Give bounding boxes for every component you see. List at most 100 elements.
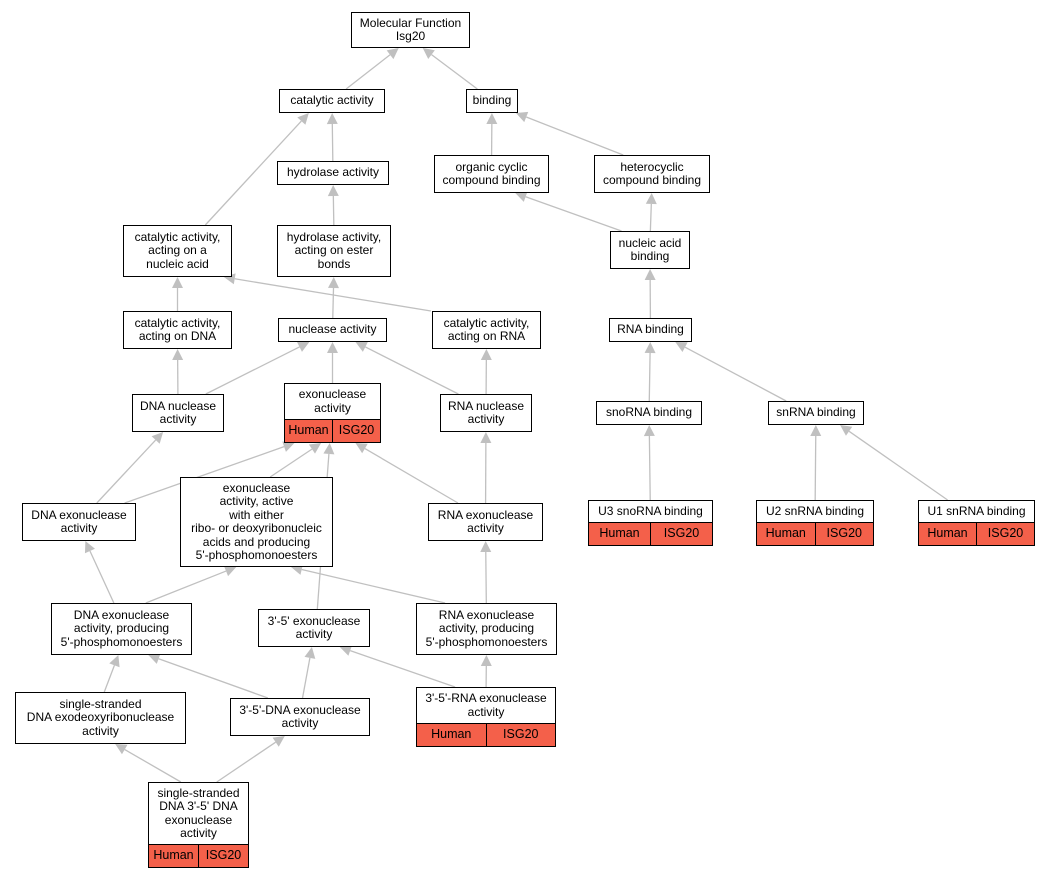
arrowhead-icon [151, 432, 164, 444]
gene-cell: ISG20 [198, 845, 248, 867]
go-term-hydrolase: hydrolase activity [277, 161, 389, 185]
gene-cell: ISG20 [485, 724, 556, 746]
arrowhead-icon [282, 441, 295, 452]
edge-ssdna-to-dnaexo5 [103, 665, 116, 693]
go-term-orgcyclic: organic cyclic compound binding [434, 155, 549, 193]
go-term-nabind: nucleic acid binding [610, 231, 690, 269]
term-label: hydrolase activity [286, 165, 380, 180]
arrowhead-icon [386, 48, 399, 60]
species-cell: Human [153, 848, 194, 863]
arrowhead-icon [308, 443, 322, 454]
edge-snrna-to-rnabind [684, 346, 787, 402]
go-term-hetcyclic: heterocyclic compound binding [594, 155, 710, 193]
edge-u3-to-snorna [648, 435, 651, 501]
arrowhead-icon [339, 645, 352, 656]
term-label: RNA exonuclease activity, producing 5'-p… [425, 607, 548, 649]
edge-dnaexo5-to-exo_either [145, 570, 227, 604]
gene-cell: ISG20 [650, 523, 712, 545]
arrowhead-icon [644, 269, 656, 281]
edge-cat_na-to-catalytic [204, 120, 302, 226]
go-term-rnabind: RNA binding [609, 318, 692, 342]
arrowhead-icon [675, 342, 688, 353]
arrowhead-icon [326, 113, 338, 125]
edge-ss35-to-dna35 [216, 741, 277, 783]
arrowhead-icon [515, 191, 528, 202]
edge-hetcyclic-to-binding [526, 116, 624, 156]
species-cell: Human [927, 526, 968, 541]
edge-dnanuc-to-nuclease [205, 346, 300, 395]
term-label: binding [472, 93, 512, 108]
arrowhead-icon [840, 425, 853, 436]
arrowhead-icon [223, 273, 236, 285]
arrowhead-icon [355, 443, 368, 454]
term-label: snoRNA binding [605, 405, 693, 420]
arrowhead-icon [480, 541, 492, 553]
arrowhead-icon [109, 655, 120, 668]
arrowhead-icon [297, 342, 310, 352]
go-term-ssdna: single-stranded DNA exodeoxyribonuclease… [15, 692, 186, 744]
edge-rna35-to-exo35 [349, 649, 456, 688]
term-label: 3'-5'-DNA exonuclease activity [239, 702, 361, 730]
gene-cell: ISG20 [814, 523, 874, 545]
arrowhead-icon [223, 565, 237, 577]
arrowhead-icon [115, 744, 128, 755]
go-term-rnaexo: RNA exonuclease activity [428, 503, 543, 541]
edge-nabind-to-hetcyclic [649, 203, 652, 232]
arrowhead-icon [304, 647, 316, 659]
arrowhead-icon [645, 193, 657, 205]
go-term-catalytic: catalytic activity [279, 89, 385, 113]
term-label: single-stranded DNA 3'-5' DNA exonucleas… [157, 785, 240, 840]
go-term-rnaexo5: RNA exonuclease activity, producing 5'-p… [416, 603, 557, 655]
edge-nuclease-to-hydro_ester [332, 287, 335, 319]
edge-rnaexo-to-exonuc [364, 447, 459, 504]
term-label: single-stranded DNA exodeoxyribonuclease… [26, 696, 175, 738]
gene-cell: ISG20 [332, 420, 380, 442]
go-term-dnaexo5: DNA exonuclease activity, producing 5'-p… [51, 603, 192, 655]
term-label: DNA nuclease activity [139, 398, 217, 426]
go-term-ss35: single-stranded DNA 3'-5' DNA exonucleas… [148, 782, 249, 868]
go-term-exo-either: exonuclease activity, active with either… [180, 477, 333, 567]
go-term-rnanuc: RNA nuclease activity [440, 394, 532, 432]
arrowhead-icon [172, 349, 184, 361]
arrowhead-icon [297, 113, 309, 125]
edge-dnaexo5-to-dnaexo [89, 550, 115, 604]
edge-u1-to-snrna [848, 430, 948, 501]
arrowhead-icon [327, 185, 339, 197]
edge-ss35-to-ssdna [124, 748, 182, 783]
go-term-snrna: snRNA binding [768, 401, 864, 425]
term-label: U2 snRNA binding [765, 503, 865, 518]
term-label: catalytic activity, acting on RNA [443, 315, 530, 343]
edge-dna35-to-dnaexo5 [158, 658, 269, 699]
term-label: U3 snoRNA binding [598, 503, 703, 518]
arrowhead-icon [480, 655, 492, 667]
term-label: RNA binding [617, 322, 684, 337]
arrowhead-icon [422, 48, 435, 60]
arrowhead-icon [272, 736, 285, 747]
arrowhead-icon [327, 342, 338, 353]
species-cell: Human [599, 526, 640, 541]
edge-catalytic-to-mf [345, 54, 391, 90]
go-term-binding: binding [466, 89, 518, 113]
term-label: snRNA binding [776, 405, 856, 420]
edge-u2-to-snrna [814, 435, 817, 501]
term-label: Molecular Function Isg20 [359, 15, 462, 43]
arrowhead-icon [516, 111, 529, 123]
annotation-row: Human ISG20 [149, 844, 248, 867]
term-label: organic cyclic compound binding [442, 159, 541, 187]
term-label: U1 snRNA binding [927, 503, 1026, 518]
arrowhead-icon [148, 653, 161, 664]
arrowhead-icon [323, 443, 335, 455]
go-term-cat-dna: catalytic activity, acting on DNA [123, 311, 232, 349]
go-term-hydro-ester: hydrolase activity, acting on ester bond… [277, 225, 391, 277]
edge-rnaexo5-to-exo_either [301, 568, 446, 604]
edge-snorna-to-rnabind [648, 352, 651, 402]
arrowhead-icon [172, 277, 183, 288]
term-label: RNA exonuclease activity [437, 507, 534, 535]
arrowhead-icon [810, 425, 822, 437]
arrowhead-icon [644, 342, 656, 354]
go-term-dna35: 3'-5'-DNA exonuclease activity [230, 698, 370, 736]
